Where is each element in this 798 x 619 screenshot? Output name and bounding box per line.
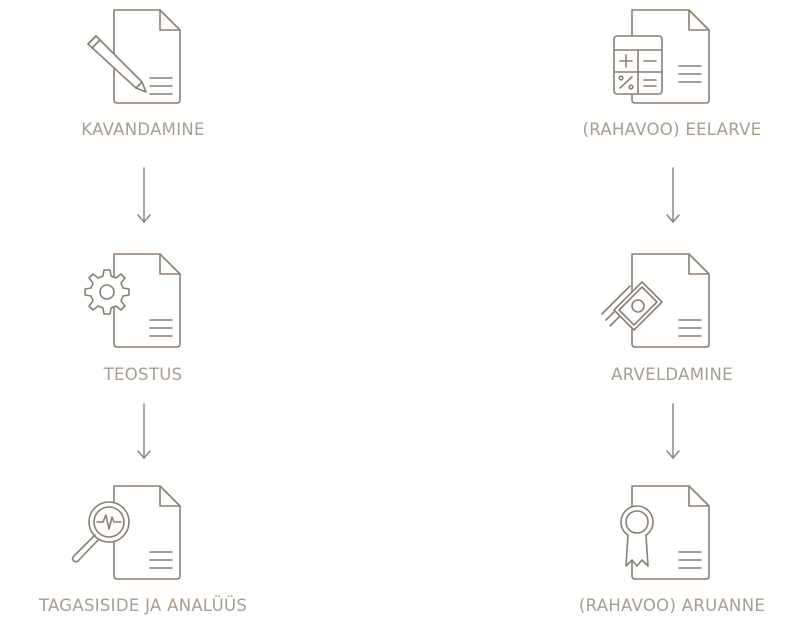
arrow-down-icon [137,167,151,224]
step-label-tagasiside: TAGASISIDE JA ANALÜÜS [38,596,248,615]
document-certificate-icon [620,485,710,580]
step-label-teostus: TEOSTUS [103,365,183,384]
step-label-aruanne: (RAHAVOO) ARUANNE [578,596,766,615]
step-label-eelarve: (RAHAVOO) EELARVE [582,120,762,139]
document-money-icon [601,253,710,348]
document-magnifier-icon [71,485,181,580]
step-label-arveldamine: ARVELDAMINE [611,365,733,384]
arrow-down-icon [666,167,680,224]
document-calculator-icon [613,9,710,104]
document-gear-icon [84,253,181,348]
arrow-down-icon [666,403,680,460]
document-pencil-icon [87,9,181,104]
step-label-kavandamine: KAVANDAMINE [81,120,205,139]
arrow-down-icon [137,403,151,460]
